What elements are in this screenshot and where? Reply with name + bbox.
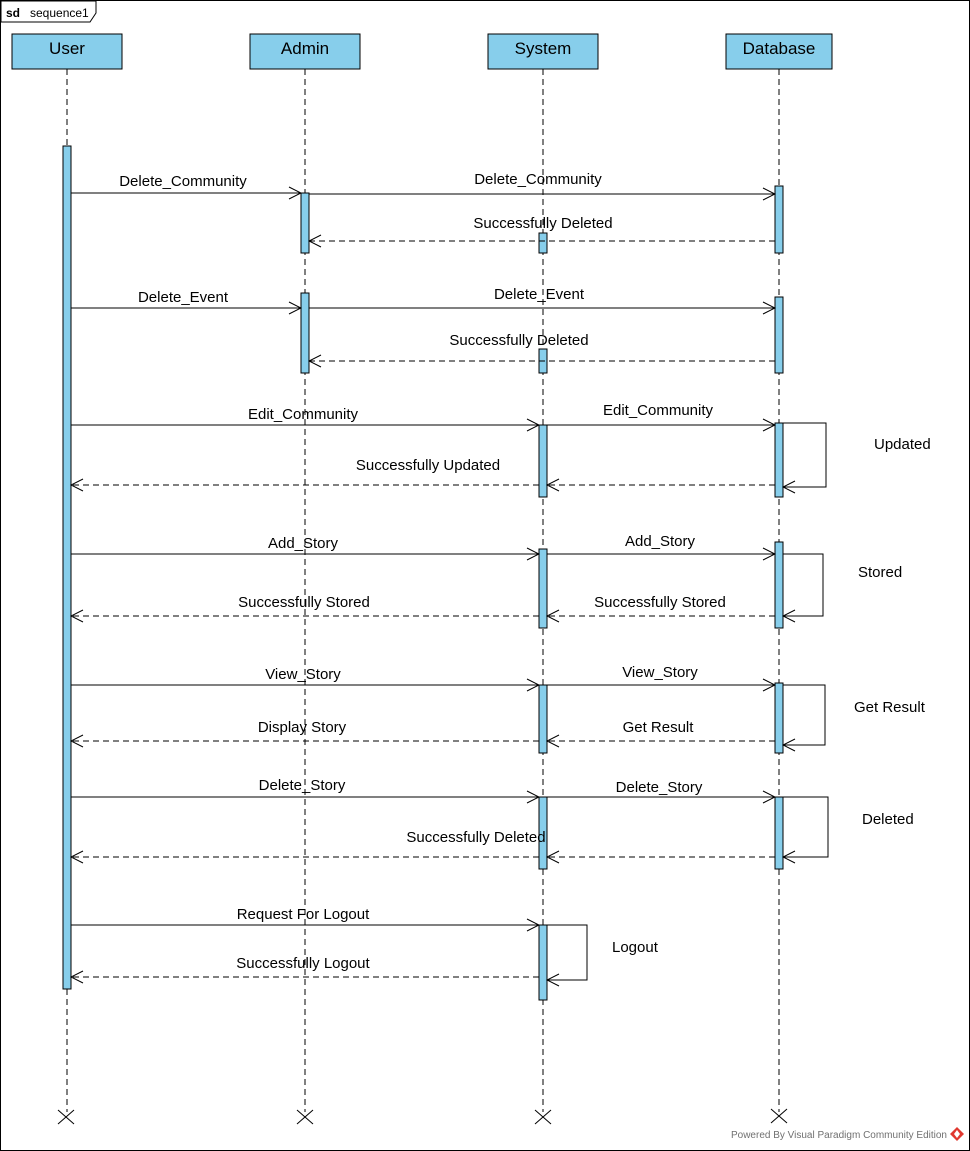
message-label: Display Story	[258, 719, 347, 736]
message-label: Request For Logout	[237, 906, 370, 923]
self-message-deleted-database[interactable]: Deleted	[783, 796, 914, 857]
message-label: View_Story	[622, 664, 698, 681]
destroy-marker-system	[534, 1109, 552, 1125]
activation-bar-database	[774, 296, 784, 374]
message-delete-event-admin-database[interactable]: Delete_Event	[309, 286, 775, 308]
activation-bar-system	[538, 424, 548, 498]
message-label: Edit_Community	[603, 402, 714, 419]
message-label: Successfully Deleted	[449, 332, 588, 349]
self-message-stored-database[interactable]: Stored	[783, 553, 902, 616]
message-label: Successfully Stored	[238, 594, 370, 611]
message-delete-story-user-system[interactable]: Delete_Story	[71, 777, 539, 797]
message-label: Delete_Event	[494, 286, 585, 303]
self-message-label: Deleted	[862, 811, 914, 828]
message-delete-story-system-database[interactable]: Delete_Story	[547, 779, 775, 797]
destruction-markers	[57, 1108, 788, 1125]
self-message-label: Updated	[874, 436, 931, 453]
destroy-marker-admin	[296, 1109, 314, 1125]
activation-bar-admin	[300, 192, 310, 254]
message-add-story-system-database[interactable]: Add_Story	[547, 533, 775, 554]
message-label: Successfully Stored	[594, 594, 726, 611]
self-message-logout-system[interactable]: Logout	[547, 924, 659, 980]
activation-bar-system	[538, 684, 548, 754]
message-edit-community-system-database[interactable]: Edit_Community	[547, 402, 775, 425]
lifeline-label-admin: Admin	[281, 39, 329, 58]
message-delete-event-user-admin[interactable]: Delete_Event	[71, 289, 301, 308]
reply-display-story-system-user[interactable]: Display Story	[71, 719, 539, 741]
footer-text: Powered By Visual Paradigm Community Edi…	[731, 1130, 947, 1141]
lifeline-system[interactable]: System	[487, 33, 599, 70]
activation-bar-database	[774, 422, 784, 498]
message-label: Successfully Deleted	[473, 215, 612, 232]
lifeline-database[interactable]: Database	[725, 33, 833, 70]
activation-bar-admin	[300, 292, 310, 374]
activation-bar-user	[62, 145, 72, 990]
message-view-story-system-database[interactable]: View_Story	[547, 664, 775, 685]
reply-successfully-logout-system-user[interactable]: Successfully Logout	[71, 955, 539, 977]
activation-bar-system	[538, 796, 548, 870]
frame-name: sequence1	[30, 6, 89, 20]
message-request-for-logout-user-system[interactable]: Request For Logout	[71, 906, 539, 925]
visual-paradigm-logo-icon	[950, 1127, 964, 1141]
message-add-story-user-system[interactable]: Add_Story	[71, 535, 539, 554]
reply-successfully-stored-database-system[interactable]: Successfully Stored	[547, 594, 775, 616]
message-label: Delete_Community	[119, 173, 247, 190]
message-delete-community-admin-database[interactable]: Delete_Community	[309, 171, 775, 194]
message-view-story-user-system[interactable]: View_Story	[71, 666, 539, 685]
destroy-marker-user	[57, 1109, 75, 1125]
lifeline-lines	[66, 69, 780, 1112]
activation-bar-database	[774, 682, 784, 754]
self-message-get-result-database[interactable]: Get Result	[783, 684, 926, 745]
activation-bar-database	[774, 541, 784, 629]
activation-bar-system	[538, 232, 548, 254]
lifeline-admin[interactable]: Admin	[249, 33, 361, 70]
self-message-label: Logout	[612, 939, 659, 956]
message-label: Delete_Community	[474, 171, 602, 188]
self-message-label: Stored	[858, 564, 902, 581]
lifeline-label-database: Database	[743, 39, 816, 58]
activation-bars	[62, 145, 784, 1001]
lifeline-label-system: System	[515, 39, 572, 58]
message-label: Delete_Story	[616, 779, 703, 796]
frame-keyword: sd	[6, 6, 20, 20]
messages: Delete_Community Delete_Community Succes…	[71, 171, 931, 980]
message-edit-community-user-system[interactable]: Edit_Community	[71, 406, 539, 425]
message-label: Add_Story	[268, 535, 339, 552]
message-label: Get Result	[623, 719, 695, 736]
message-label: Delete_Story	[259, 777, 346, 794]
activation-bar-database	[774, 796, 784, 870]
reply-successfully-deleted-database-admin[interactable]: Successfully Deleted	[309, 332, 775, 361]
reply-get-result-database-system[interactable]: Get Result	[547, 719, 775, 741]
message-label: Successfully Updated	[356, 457, 500, 474]
message-label: Edit_Community	[248, 406, 359, 423]
message-label: Successfully Deleted	[406, 829, 545, 846]
frame-tab: sd sequence1	[0, 0, 97, 23]
reply-successfully-stored-system-user[interactable]: Successfully Stored	[71, 594, 539, 616]
reply-successfully-updated-system-user[interactable]: Successfully Updated	[71, 457, 539, 485]
lifeline-heads: User Admin System Database	[11, 33, 833, 70]
activation-bar-system	[538, 548, 548, 629]
message-delete-community-user-admin[interactable]: Delete_Community	[71, 173, 301, 193]
footer-watermark: Powered By Visual Paradigm Community Edi…	[731, 1127, 964, 1141]
reply-successfully-deleted-system-user[interactable]: Successfully Deleted	[71, 829, 546, 857]
message-label: Add_Story	[625, 533, 696, 550]
message-label: Successfully Logout	[236, 955, 370, 972]
self-message-updated-database[interactable]: Updated	[783, 422, 931, 487]
activation-bar-system	[538, 924, 548, 1001]
destroy-marker-database	[770, 1108, 788, 1124]
activation-bar-database	[774, 185, 784, 254]
lifeline-label-user: User	[49, 39, 85, 58]
reply-successfully-deleted-database-admin[interactable]: Successfully Deleted	[309, 215, 775, 241]
self-message-label: Get Result	[854, 699, 926, 716]
message-label: View_Story	[265, 666, 341, 683]
message-label: Delete_Event	[138, 289, 229, 306]
lifeline-user[interactable]: User	[11, 33, 123, 70]
